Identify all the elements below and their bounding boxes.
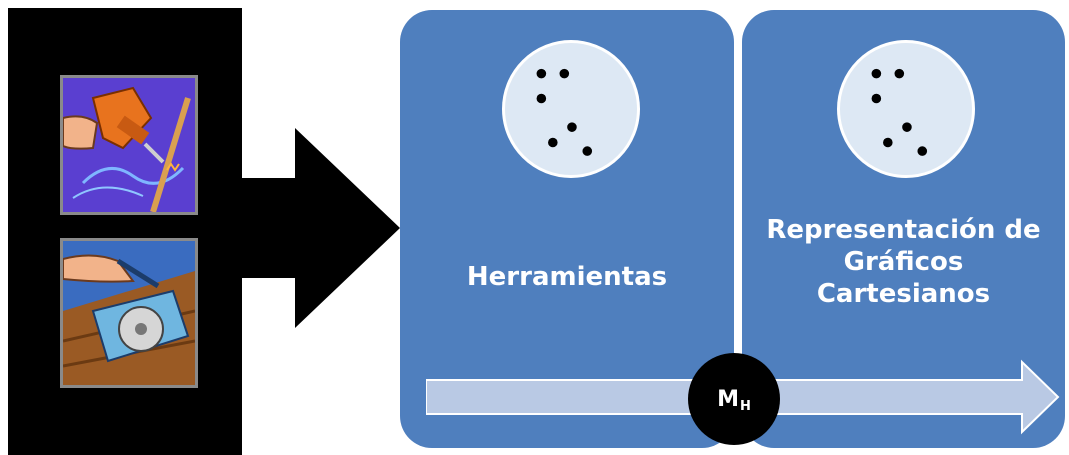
graphs-card: Representación de Gráficos Cartesianos: [742, 10, 1065, 448]
circular-saw-icon: [60, 238, 198, 388]
milestone-main: M: [717, 386, 739, 412]
graphs-label-line-3: Cartesianos: [816, 279, 991, 309]
tools-label: Herramientas: [466, 262, 668, 292]
graphs-label: Representación de Gráficos Cartesianos: [742, 214, 1065, 310]
tools-panel: [8, 8, 242, 455]
graphs-label-line-1: Representación de: [766, 215, 1041, 245]
dot-pattern-icon: [502, 40, 640, 178]
dot-pattern-icon: [837, 40, 975, 178]
milestone-subscript: H: [740, 398, 751, 414]
tools-card: Herramientas: [400, 10, 734, 448]
graphs-label-line-2: Gráficos: [843, 247, 964, 277]
process-arrow: [240, 128, 410, 328]
power-drill-icon: [60, 75, 198, 215]
